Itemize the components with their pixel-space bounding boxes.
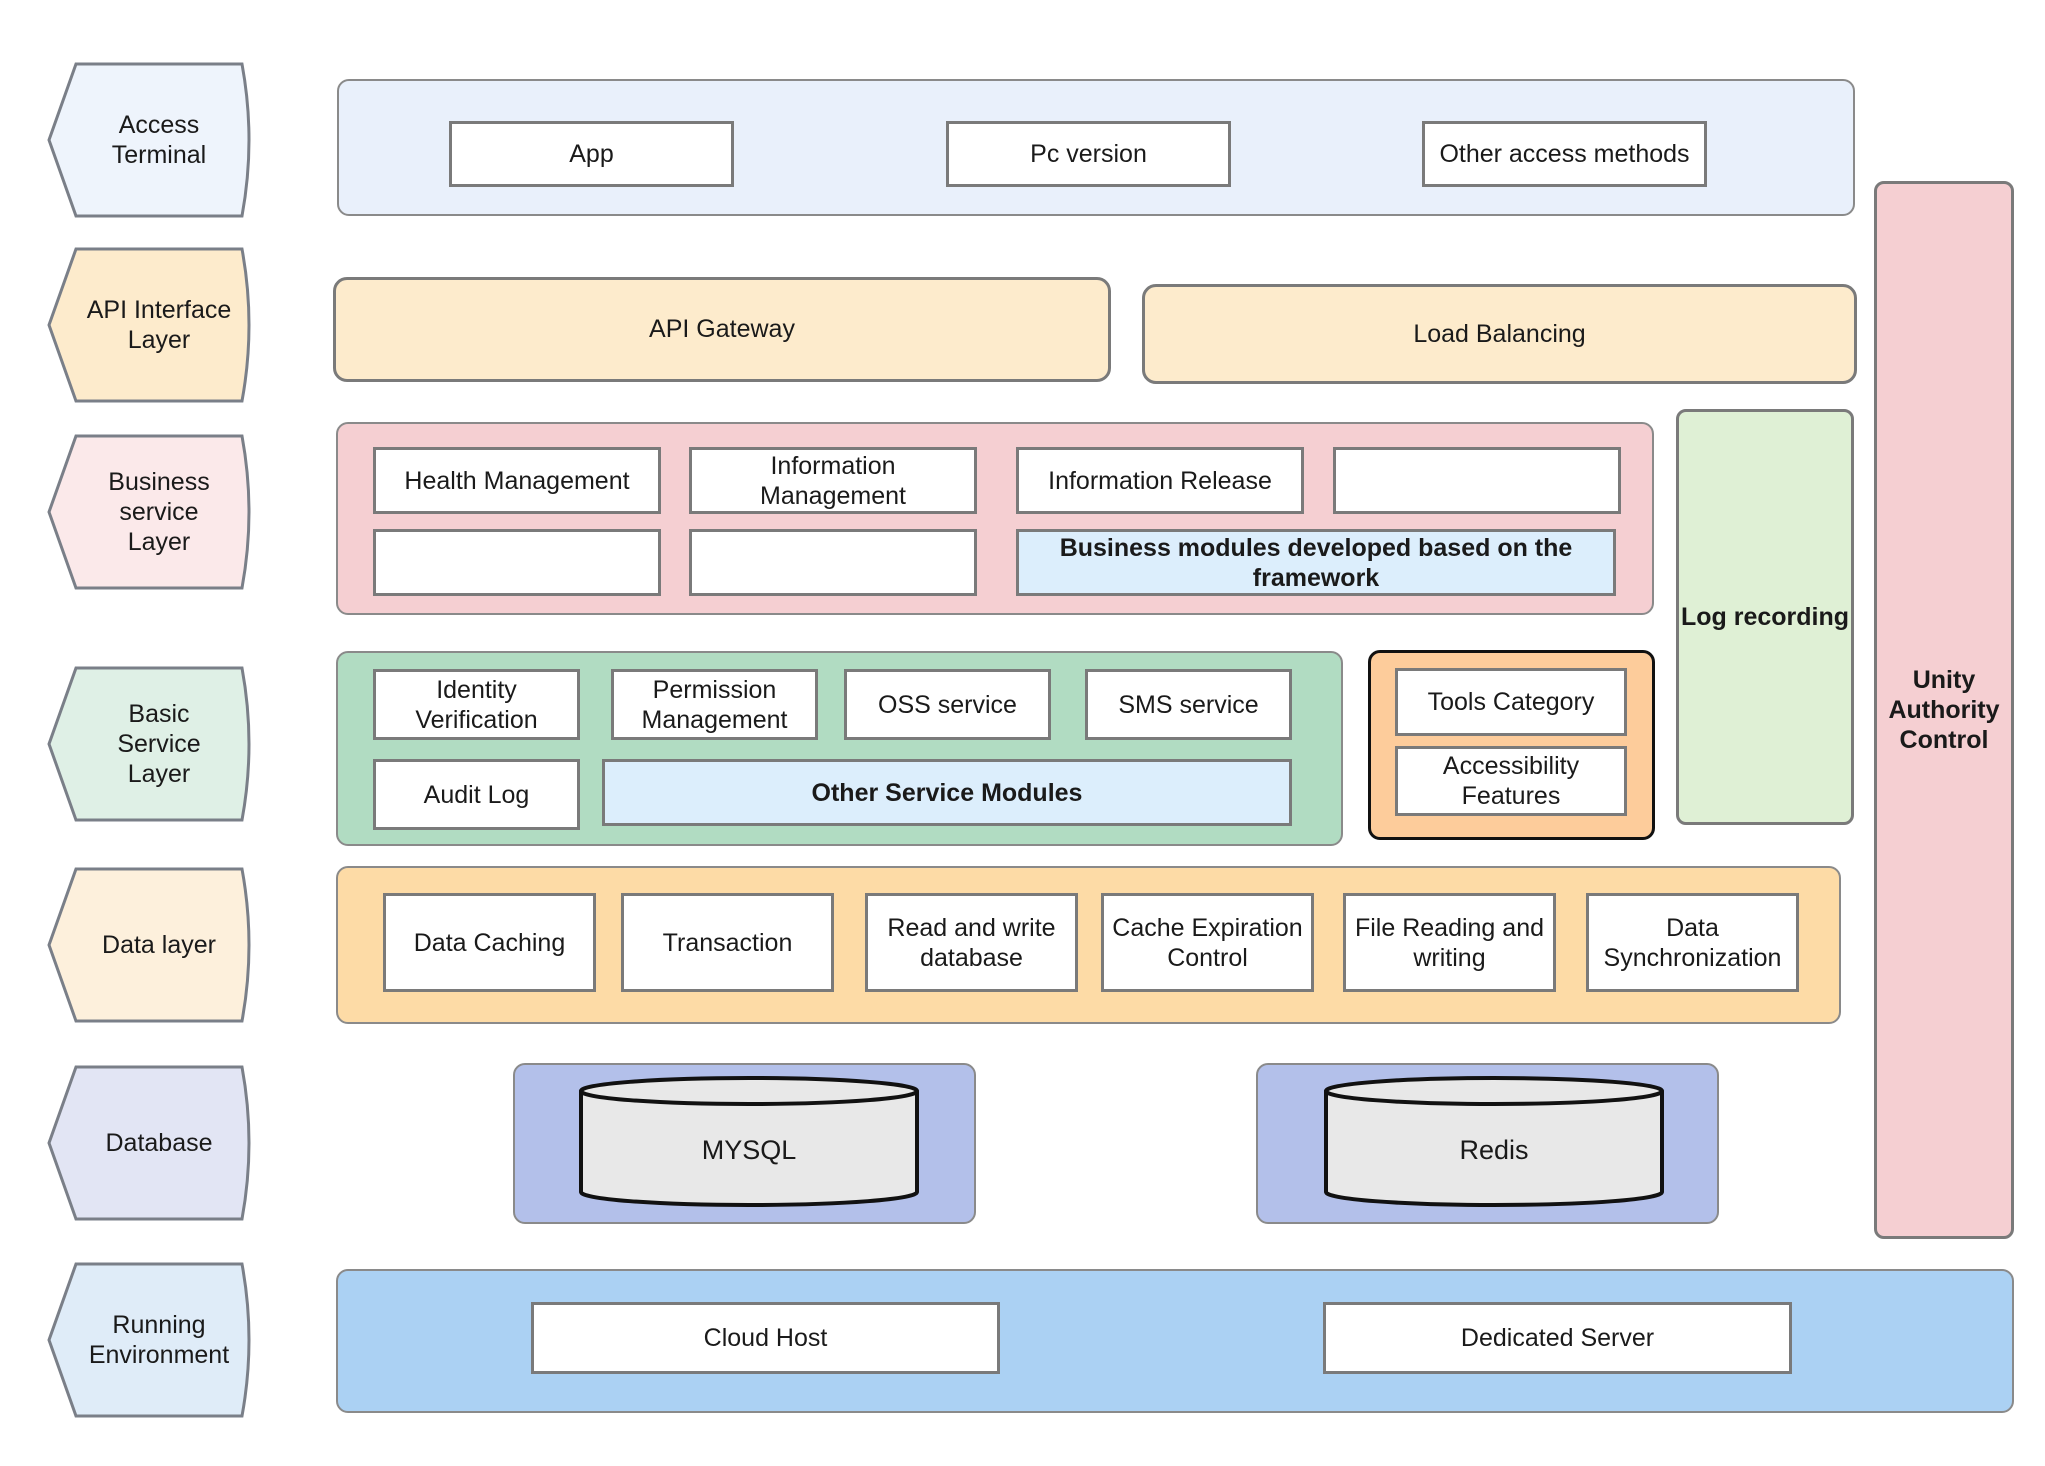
load-balancing-box: Load Balancing [1142,284,1857,384]
other-service-modules-box: Other Service Modules [602,759,1292,826]
redis-cylinder [1324,1076,1664,1207]
other-access-box: Other access methods [1422,121,1707,187]
empty-module-box [373,529,661,596]
tag-shape [47,434,251,590]
tag-shape [47,1065,251,1221]
health-management-box: Health Management [373,447,661,514]
information-release-box: Information Release [1016,447,1304,514]
layer-label: Basic Service Layer [117,700,201,788]
api-gateway-box: API Gateway [333,277,1111,382]
audit-log-box: Audit Log [373,759,580,830]
empty-module-box [1333,447,1621,514]
tag-shape [47,1262,251,1418]
layer-tag-access: Access Terminal [46,61,261,219]
log-recording-box: Log recording [1676,409,1854,825]
layer-label: Data layer [102,931,216,959]
sms-service-box: SMS service [1085,669,1292,740]
mysql-label: MYSQL [701,1134,797,1165]
pc-version-box: Pc version [946,121,1231,187]
layer-tag-database: Database [46,1064,261,1222]
cache-expiration-box: Cache Expiration Control [1101,893,1314,992]
layer-tag-running: Running Environment [46,1261,261,1419]
mysql-cylinder [579,1076,919,1207]
permission-management-box: Permission Management [611,669,818,740]
layer-tag-data: Data layer [46,866,261,1024]
layer-label: Access Terminal [111,111,207,169]
tag-shape [47,62,251,218]
cloud-host-box: Cloud Host [531,1302,1000,1374]
layer-label: API Interface Layer [86,296,232,354]
oss-service-box: OSS service [844,669,1051,740]
redis-label: Redis [1459,1134,1529,1165]
layer-label: Running Environment [88,1311,230,1369]
information-management-box: Information Management [689,447,977,514]
layer-tag-api: API Interface Layer [46,246,261,404]
tag-shape [47,666,251,822]
layer-label: Database [105,1129,213,1157]
layer-tag-basic: Basic Service Layer [46,665,261,823]
read-write-database-box: Read and write database [865,893,1078,992]
app-box: App [449,121,734,187]
unity-authority-box: Unity Authority Control [1874,181,2014,1239]
dedicated-server-box: Dedicated Server [1323,1302,1792,1374]
framework-modules-box: Business modules developed based on the … [1016,529,1616,596]
tag-shape [47,867,251,1023]
empty-module-box [689,529,977,596]
tag-shape [47,247,251,403]
file-reading-writing-box: File Reading and writing [1343,893,1556,992]
layer-tag-business: Business service Layer [46,433,261,591]
identity-verification-box: Identity Verification [373,669,580,740]
tools-category-box: Tools Category [1395,668,1627,736]
accessibility-features-box: Accessibility Features [1395,746,1627,816]
layer-label: Business service Layer [108,468,210,556]
transaction-box: Transaction [621,893,834,992]
data-caching-box: Data Caching [383,893,596,992]
data-synchronization-box: Data Synchronization [1586,893,1799,992]
